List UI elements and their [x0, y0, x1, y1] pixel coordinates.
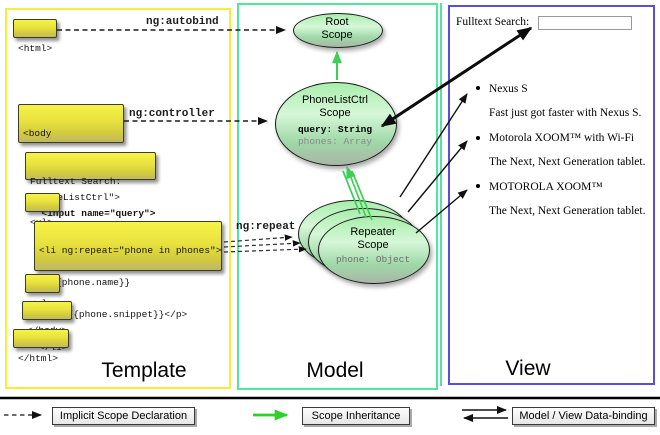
- code-text: <html>: [18, 42, 53, 54]
- code-text: <p>{{phone.snippet}}</p>: [39, 309, 188, 321]
- repeater-scope-text: Repeater Scope phone: Object: [318, 226, 428, 266]
- template-column-label: Template: [101, 359, 187, 382]
- view-item-title: Motorola XOOM™ with Wi-Fi: [489, 132, 635, 144]
- html-close-tag-box: </html>: [13, 329, 69, 363]
- code-text: <li ng:repeat="phone in phones">: [39, 244, 222, 256]
- phone-object-prop: phone: Object: [335, 254, 411, 265]
- model-column-label: Model: [306, 359, 364, 382]
- view-item-desc: The Next, Next Generation tablet.: [489, 156, 646, 168]
- model-column-frame: [237, 3, 438, 390]
- fulltext-search-code-box: Fulltext Search: <input name="query">: [25, 152, 156, 219]
- bullet-icon: [476, 136, 480, 140]
- html-open-tag-box: <html>: [13, 19, 57, 53]
- ul-open-tag-box: <ul>: [25, 193, 60, 227]
- view-item-desc: The Next, Next Generation tablet.: [489, 205, 646, 217]
- legend-scope-inheritance-box: Scope Inheritance: [302, 407, 410, 425]
- bullet-icon: [476, 86, 480, 90]
- ng-repeat-label: ng:repeat: [236, 221, 296, 233]
- view-search-label: Fulltext Search:: [456, 16, 530, 28]
- view-column-label: View: [505, 357, 551, 380]
- ng-controller-label: ng:controller: [129, 108, 215, 120]
- code-text: </html>: [18, 352, 58, 364]
- repeater-scope-ellipse-front: [318, 216, 430, 284]
- ul-close-tag-box: <ul>: [25, 274, 60, 308]
- code-text: "PhoneListCtrl">: [23, 192, 120, 204]
- legend-databinding-box: Model / View Data-binding: [512, 407, 655, 425]
- view-item-title: Nexus S: [489, 83, 528, 95]
- root-scope-title: Root Scope: [321, 16, 353, 41]
- code-text: {{phone.name}}: [39, 276, 131, 288]
- phones-array-prop: phones: Array: [297, 136, 373, 147]
- ng-autobind-label: ng:autobind: [146, 16, 219, 28]
- body-open-tag-box: <body ng:controller= "PhoneListCtrl">: [18, 104, 124, 203]
- model-column-extra-border: [440, 3, 442, 386]
- code-text: <body: [23, 127, 52, 139]
- view-item-title: MOTOROLA XOOM™: [489, 181, 603, 193]
- view-column-frame: [448, 5, 655, 385]
- code-text: <input name="query">: [30, 207, 156, 219]
- fulltext-search-input[interactable]: [538, 16, 632, 30]
- view-item-desc: Fast just got faster with Nexus S.: [489, 107, 642, 119]
- phonelistctrl-scope-text: PhoneListCtrl Scope query: String phones…: [275, 94, 395, 148]
- bullet-icon: [476, 184, 480, 188]
- body-close-tag-box: </body>: [22, 301, 72, 335]
- query-string-prop: query: String: [297, 124, 373, 135]
- phonelistctrl-scope-ellipse: [275, 82, 397, 166]
- legend-implicit-scope-box: Implicit Scope Declaration: [52, 407, 195, 425]
- root-scope-ellipse: [293, 13, 383, 48]
- code-text: Fulltext Search:: [30, 175, 122, 187]
- li-repeat-code-box: <li ng:repeat="phone in phones"> {{phone…: [34, 221, 222, 353]
